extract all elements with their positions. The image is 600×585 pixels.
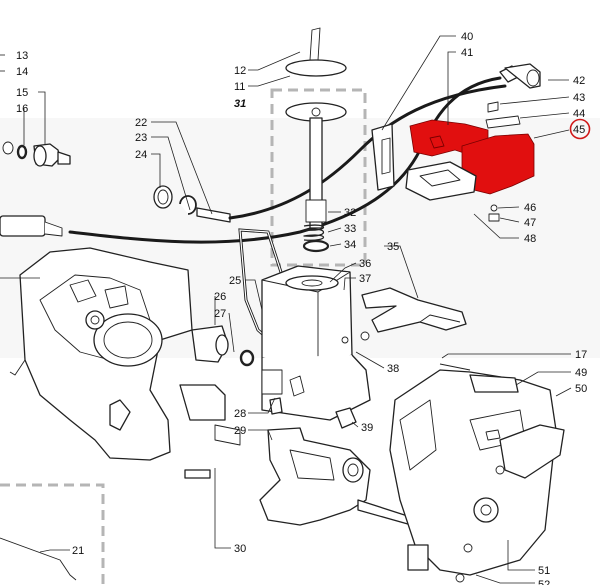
callout-22: 22	[135, 117, 147, 129]
callout-21: 21	[72, 545, 84, 557]
callout-41: 41	[461, 47, 473, 59]
callout-24: 24	[135, 149, 147, 161]
callout-11: 11	[234, 81, 245, 93]
callout-16: 16	[16, 103, 28, 115]
probe-21	[0, 537, 77, 581]
callout-32: 32	[344, 207, 356, 219]
callout-23: 23	[135, 132, 147, 144]
callout-31: 31	[234, 98, 246, 110]
callout-29: 29	[234, 425, 246, 437]
callout-15: 15	[16, 87, 28, 99]
callout-39: 39	[361, 422, 373, 434]
callout-36: 36	[359, 258, 371, 270]
callout-52: 52	[538, 579, 550, 585]
fitting-26-27	[191, 325, 255, 367]
ring-parts-23-24	[153, 185, 231, 223]
callout-34: 34	[344, 239, 356, 251]
callout-labels: 13 14 15 16 12 11 31 22 23 24 25 26 27 2…	[16, 31, 591, 585]
callout-45: 45	[573, 124, 585, 136]
callout-48: 48	[524, 233, 536, 245]
bracket-29-30	[214, 424, 423, 529]
callout-50: 50	[575, 383, 587, 395]
callout-17: 17	[575, 349, 587, 361]
callout-14: 14	[16, 66, 28, 78]
callout-12: 12	[234, 65, 246, 77]
callout-42: 42	[573, 75, 585, 87]
callout-35: 35	[387, 241, 399, 253]
left-boiler-assembly	[0, 215, 226, 479]
upper-right-parts	[371, 63, 541, 191]
callout-28: 28	[234, 408, 246, 420]
lever-35	[361, 287, 467, 333]
callout-49: 49	[575, 367, 587, 379]
group-21-dashed-frame	[0, 483, 105, 585]
shaft-assembly-31	[285, 27, 347, 253]
highlighted-part-45	[409, 119, 535, 195]
callout-44: 44	[573, 108, 585, 120]
callout-38: 38	[387, 363, 399, 375]
left-fittings	[2, 141, 71, 167]
callout-13: 13	[16, 50, 28, 62]
callout-45-circle	[569, 118, 591, 140]
callout-30: 30	[234, 543, 246, 555]
callout-33: 33	[344, 223, 356, 235]
callout-37: 37	[359, 273, 371, 285]
callout-27: 27	[214, 308, 226, 320]
callout-47: 47	[524, 217, 536, 229]
callout-40: 40	[461, 31, 473, 43]
cables	[68, 76, 507, 347]
right-housing	[389, 363, 565, 583]
callout-51: 51	[538, 565, 550, 577]
callout-25: 25	[229, 275, 241, 287]
callout-43: 43	[573, 92, 585, 104]
callout-26: 26	[214, 291, 226, 303]
callout-46: 46	[524, 202, 536, 214]
part-48	[405, 161, 500, 222]
leader-lines	[0, 35, 572, 584]
